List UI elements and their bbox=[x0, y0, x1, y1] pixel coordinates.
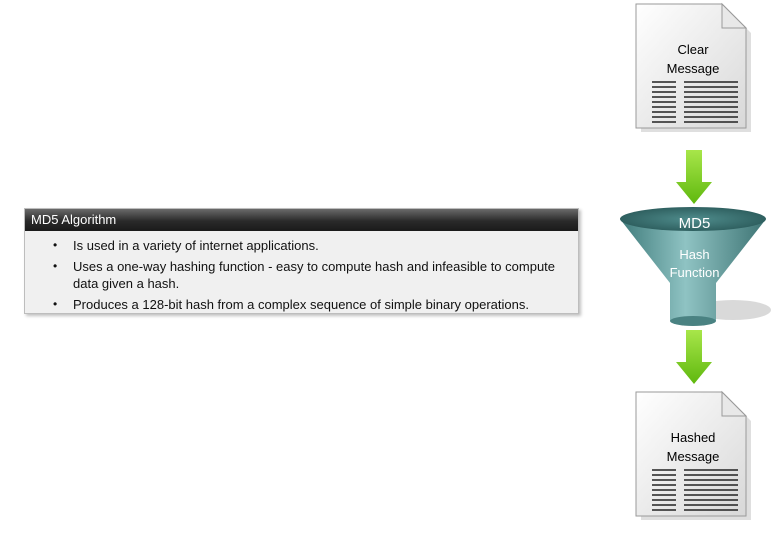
bullet-item: • Produces a 128-bit hash from a complex … bbox=[25, 296, 578, 314]
bullet-item: • Uses a one-way hashing function - easy … bbox=[25, 258, 578, 293]
bullet-item: • Is used in a variety of internet applic… bbox=[25, 237, 578, 255]
funnel-title: MD5 bbox=[678, 215, 711, 232]
clear-message-document-icon: Clear Message bbox=[634, 2, 752, 132]
doc-label-line1: Clear bbox=[677, 42, 709, 57]
funnel-icon bbox=[620, 207, 771, 326]
info-bullet-list: • Is used in a variety of internet applic… bbox=[25, 231, 578, 313]
bullet-icon: • bbox=[53, 258, 58, 273]
down-arrow-icon bbox=[676, 330, 712, 384]
hashed-message-document-icon: Hashed Message bbox=[634, 390, 752, 520]
bullet-text: Produces a 128-bit hash from a complex s… bbox=[73, 296, 529, 312]
info-panel-title: MD5 Algorithm bbox=[25, 209, 578, 231]
md5-hash-function-funnel: MD5 Hash Function bbox=[618, 205, 771, 330]
down-arrow-icon bbox=[676, 150, 712, 204]
bullet-icon: • bbox=[53, 296, 58, 311]
funnel-subtitle-line2: Function bbox=[669, 265, 720, 280]
text-lines-icon bbox=[652, 469, 738, 511]
bullet-text: Uses a one-way hashing function - easy t… bbox=[73, 258, 556, 292]
md5-info-panel: MD5 Algorithm • Is used in a variety of i… bbox=[24, 208, 579, 314]
bullet-icon: • bbox=[53, 238, 58, 252]
text-lines-icon bbox=[652, 81, 738, 123]
doc-label-line2: Message bbox=[666, 449, 720, 464]
doc-label-line2: Message bbox=[666, 61, 720, 76]
bullet-text: Is used in a variety of internet applica… bbox=[73, 238, 319, 253]
funnel-subtitle-line1: Hash bbox=[679, 247, 710, 262]
doc-label-line1: Hashed bbox=[670, 430, 716, 445]
